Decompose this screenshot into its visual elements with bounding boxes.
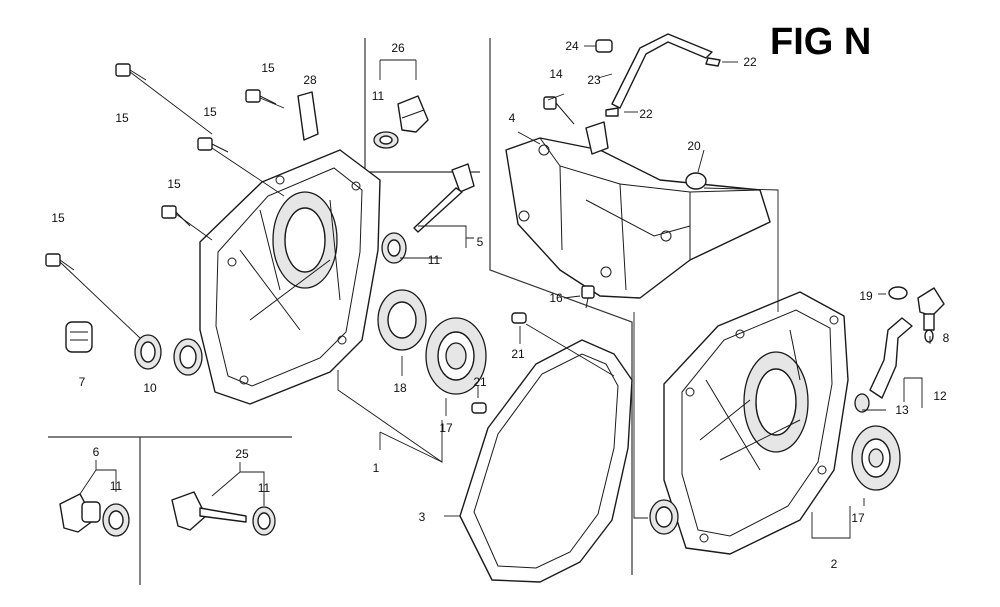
- oil-filler-cap-25: [171, 491, 247, 531]
- clip-24: [595, 39, 613, 53]
- callout-2: 2: [831, 557, 838, 571]
- callout-12: 12: [933, 389, 947, 403]
- clip-22-upper: [705, 57, 721, 67]
- bolt-14: [543, 96, 575, 125]
- clip-13: [854, 393, 870, 413]
- breather-tube-23: [611, 33, 713, 109]
- o-ring-19: [888, 286, 908, 300]
- dowel-pin-21-upper: [511, 312, 527, 324]
- bolt-15-mid: [161, 205, 191, 227]
- clip-22-lower: [605, 107, 619, 117]
- callout-3: 3: [419, 510, 426, 524]
- callout-21-upper: 21: [511, 347, 525, 361]
- callout-15-top: 15: [115, 111, 129, 125]
- callout-15-upper: 15: [203, 105, 217, 119]
- oil-filler-cap-6: [59, 493, 101, 533]
- callout-24: 24: [565, 39, 579, 53]
- bolt-15-left: [45, 253, 75, 271]
- oil-dipstick-5: [413, 163, 475, 233]
- callout-17-right: 17: [851, 511, 865, 525]
- callout-15-bracket: 15: [261, 61, 275, 75]
- section-divider: [489, 38, 633, 575]
- callout-28: 28: [303, 73, 317, 87]
- crankcase-cover-2: [663, 291, 849, 555]
- gasket-3: [459, 339, 633, 583]
- callout-23: 23: [587, 73, 601, 87]
- o-ring-11-inset: [373, 131, 399, 149]
- oil-seal-18: [377, 289, 427, 351]
- callout-10: 10: [143, 381, 157, 395]
- callout-1: 1: [373, 461, 380, 475]
- bolt-15-top: [115, 63, 147, 81]
- drain-tube: [173, 338, 203, 376]
- callout-14: 14: [549, 67, 563, 81]
- figure-title: FIG N: [770, 21, 871, 63]
- fuel-tank-4: [505, 121, 771, 299]
- oil-seal-right: [649, 499, 679, 535]
- bolt-16: [581, 285, 595, 309]
- callout-18: 18: [393, 381, 407, 395]
- callout-4: 4: [509, 111, 516, 125]
- callout-8: 8: [943, 331, 950, 345]
- o-ring-11-cap25: [252, 506, 276, 536]
- callout-15-mid: 15: [167, 177, 181, 191]
- callout-labels: 1 2 3 4 5 6 7 8 10 11 11 11 11 12 13 14 …: [51, 39, 949, 571]
- callout-11-cap25: 11: [258, 481, 271, 495]
- callout-20: 20: [687, 139, 701, 153]
- callout-26: 26: [391, 41, 405, 55]
- callout-22-lower: 22: [639, 107, 653, 121]
- callout-11-cap6: 11: [110, 479, 123, 493]
- callout-25: 25: [235, 447, 249, 461]
- o-ring-11-cap6: [102, 503, 130, 537]
- callout-22-upper: 22: [743, 55, 757, 69]
- drain-plug-7: [65, 321, 93, 353]
- bolt-15-bracket: [245, 89, 277, 105]
- callout-19: 19: [859, 289, 873, 303]
- callout-21-lower: 21: [473, 375, 487, 389]
- oil-filler-cap-26: [397, 95, 429, 133]
- callout-6: 6: [93, 445, 100, 459]
- crankcase-cover-1: [199, 149, 381, 405]
- o-ring-11-dipstick: [381, 232, 407, 264]
- leader-lines: [59, 45, 931, 539]
- oil-seal-10: [134, 334, 162, 370]
- oil-level-switch-8: [917, 287, 945, 343]
- bracket-28: [297, 91, 319, 141]
- dowel-pin-21-lower: [471, 402, 487, 414]
- callout-17-left: 17: [439, 421, 453, 435]
- ball-bearing-17-right: [851, 425, 901, 491]
- ball-bearing-17-left: [425, 317, 487, 395]
- o-ring-20: [685, 172, 707, 190]
- breather-hose-12: [869, 317, 913, 399]
- callout-15-left: 15: [51, 211, 65, 225]
- callout-7: 7: [79, 375, 86, 389]
- callout-11-dipstick: 11: [428, 253, 441, 267]
- callout-5: 5: [477, 235, 484, 249]
- bolt-15-upper: [197, 137, 229, 153]
- callout-11-inset: 11: [372, 89, 385, 103]
- callout-16: 16: [549, 291, 563, 305]
- callout-13: 13: [895, 403, 909, 417]
- inset-frame-bottom: [48, 436, 292, 585]
